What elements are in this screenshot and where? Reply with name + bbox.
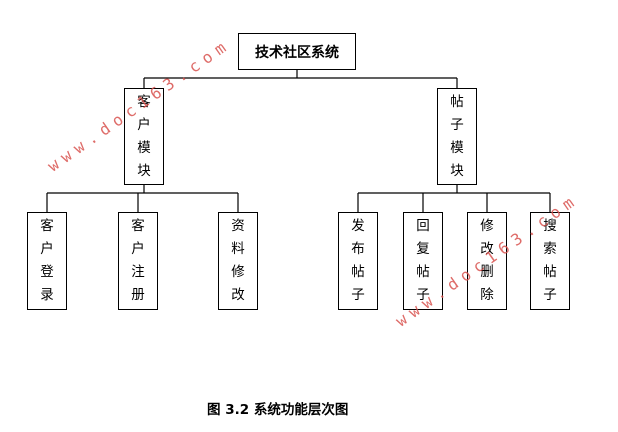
- label-char: 除: [480, 287, 494, 303]
- label-char: 子: [450, 116, 464, 133]
- label-char: 客: [137, 93, 151, 110]
- leaf-node-search-post: 搜索帖子: [530, 212, 570, 310]
- label-char: 索: [543, 241, 557, 257]
- label-char: 修: [231, 264, 245, 280]
- label-char: 子: [416, 287, 430, 303]
- label-char: 户: [131, 241, 145, 257]
- label-char: 料: [231, 241, 245, 257]
- label-char: 模: [137, 139, 151, 156]
- root-node: 技术社区系统: [238, 33, 356, 70]
- leaf-node-label: 资料修改: [231, 215, 245, 307]
- label-char: 客: [131, 218, 145, 234]
- label-char: 删: [480, 264, 494, 280]
- root-node-label: 技术社区系统: [255, 44, 339, 61]
- label-char: 帖: [543, 264, 557, 280]
- label-char: 帖: [416, 264, 430, 280]
- label-char: 模: [450, 139, 464, 156]
- leaf-node-label: 回复帖子: [416, 215, 430, 307]
- label-char: 户: [137, 116, 151, 133]
- label-char: 资: [231, 218, 245, 234]
- label-char: 回: [416, 218, 430, 234]
- label-char: 录: [40, 287, 54, 303]
- label-char: 修: [480, 218, 494, 234]
- label-char: 复: [416, 241, 430, 257]
- label-char: 搜: [543, 218, 557, 234]
- module-node-label: 帖子模块: [450, 91, 464, 183]
- module-node-post: 帖子模块: [437, 88, 477, 185]
- module-node-customer: 客户模块: [124, 88, 164, 185]
- label-char: 发: [351, 218, 365, 234]
- label-char: 布: [351, 241, 365, 257]
- leaf-node-customer-login: 客户登录: [27, 212, 67, 310]
- leaf-node-profile-edit: 资料修改: [218, 212, 258, 310]
- label-char: 帖: [450, 93, 464, 110]
- label-char: 块: [137, 162, 151, 179]
- label-char: 户: [40, 241, 54, 257]
- label-char: 登: [40, 264, 54, 280]
- label-char: 子: [351, 287, 365, 303]
- leaf-node-edit-delete: 修改删除: [467, 212, 507, 310]
- label-char: 子: [543, 287, 557, 303]
- module-node-label: 客户模块: [137, 91, 151, 183]
- leaf-node-label: 搜索帖子: [543, 215, 557, 307]
- leaf-node-label: 修改删除: [480, 215, 494, 307]
- label-char: 改: [231, 287, 245, 303]
- leaf-node-reply-post: 回复帖子: [403, 212, 443, 310]
- leaf-node-label: 发布帖子: [351, 215, 365, 307]
- label-char: 改: [480, 241, 494, 257]
- leaf-node-customer-register: 客户注册: [118, 212, 158, 310]
- label-char: 客: [40, 218, 54, 234]
- label-char: 册: [131, 287, 145, 303]
- leaf-node-publish-post: 发布帖子: [338, 212, 378, 310]
- figure-caption: 图 3.2 系统功能层次图: [207, 402, 349, 418]
- leaf-node-label: 客户登录: [40, 215, 54, 307]
- leaf-node-label: 客户注册: [131, 215, 145, 307]
- label-char: 帖: [351, 264, 365, 280]
- label-char: 块: [450, 162, 464, 179]
- label-char: 注: [131, 264, 145, 280]
